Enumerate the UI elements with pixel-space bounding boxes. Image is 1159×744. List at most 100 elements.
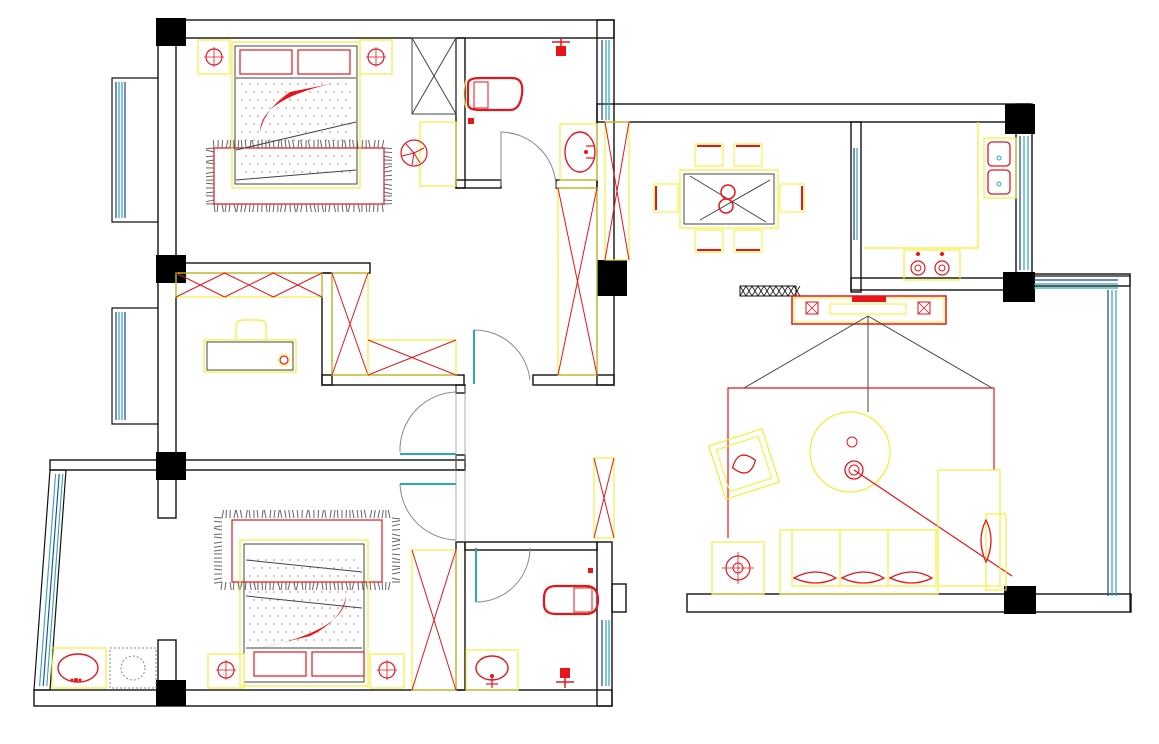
table-line <box>700 180 770 220</box>
fringe <box>225 582 226 590</box>
dot <box>345 115 346 116</box>
dot <box>281 147 282 148</box>
floor-drain <box>588 568 593 573</box>
fringe <box>214 521 222 522</box>
dot <box>269 139 270 140</box>
fringe <box>257 204 258 212</box>
fringe <box>334 582 335 590</box>
column-icon <box>156 680 186 706</box>
fringe <box>237 204 238 212</box>
armchair-icon <box>709 429 780 500</box>
fringe <box>369 204 370 212</box>
dot <box>313 623 314 624</box>
dot <box>265 163 266 164</box>
dot <box>273 559 274 560</box>
fringe <box>253 204 254 212</box>
fringe <box>322 204 324 212</box>
chair-icon <box>734 144 762 166</box>
dot <box>345 83 346 84</box>
dot <box>337 147 338 148</box>
dot <box>353 623 354 624</box>
fringe <box>352 510 354 518</box>
burner <box>911 261 925 275</box>
bed-frame <box>235 46 357 184</box>
dot <box>241 147 242 148</box>
fringe <box>378 582 380 590</box>
fringe <box>392 578 400 580</box>
fringe <box>257 510 258 518</box>
fringe <box>217 204 218 212</box>
fringe <box>392 566 400 567</box>
dot <box>325 615 326 616</box>
dot <box>353 607 354 608</box>
dot <box>261 631 262 632</box>
dot <box>341 583 342 584</box>
dot <box>289 607 290 608</box>
fringe <box>265 582 266 590</box>
dot <box>253 583 254 584</box>
dot <box>345 559 346 560</box>
fringe <box>362 140 363 148</box>
fringe <box>214 582 222 583</box>
dot <box>277 155 278 156</box>
dot <box>345 623 346 624</box>
dot <box>293 171 294 172</box>
dot <box>257 623 258 624</box>
dot <box>357 567 358 568</box>
fringe <box>288 582 290 590</box>
fringe <box>325 510 326 518</box>
fringe <box>326 582 327 590</box>
living-rug <box>728 388 994 538</box>
tv-shelf <box>830 304 906 314</box>
dot <box>293 91 294 92</box>
dot <box>337 115 338 116</box>
dot <box>285 107 286 108</box>
chair-icon <box>236 320 266 340</box>
dot <box>289 639 290 640</box>
dot <box>325 599 326 600</box>
dot <box>273 575 274 576</box>
dot <box>281 607 282 608</box>
dot <box>333 599 334 600</box>
fringe <box>322 582 323 590</box>
wall-bath2-top <box>465 542 597 550</box>
dot <box>309 615 310 616</box>
fringe <box>245 204 246 212</box>
dot <box>341 123 342 124</box>
dot <box>245 91 246 92</box>
dot <box>277 583 278 584</box>
fringe <box>388 510 390 518</box>
rug <box>232 520 382 582</box>
dot <box>265 99 266 100</box>
bedroom-upper <box>198 38 456 212</box>
bed-frame <box>244 544 364 682</box>
dot <box>257 115 258 116</box>
wall-hall-stub <box>456 385 465 393</box>
dot <box>285 155 286 156</box>
dot <box>253 599 254 600</box>
dot <box>297 575 298 576</box>
dot <box>309 123 310 124</box>
cushion <box>842 572 884 583</box>
fringe <box>280 510 282 518</box>
dot <box>293 107 294 108</box>
fringe <box>245 582 246 590</box>
dot <box>257 163 258 164</box>
dot <box>249 591 250 592</box>
duvet-fold <box>260 596 346 648</box>
fringe <box>388 582 390 590</box>
sofa-icon <box>780 530 938 594</box>
fringe <box>384 200 392 201</box>
dot <box>337 575 338 576</box>
fringe <box>249 204 250 212</box>
dot <box>325 583 326 584</box>
rug-icon <box>206 140 392 212</box>
dot <box>281 83 282 84</box>
dot <box>325 155 326 156</box>
toilet-tank <box>474 82 488 108</box>
dot <box>329 115 330 116</box>
dot <box>341 567 342 568</box>
dot <box>353 559 354 560</box>
dot <box>305 115 306 116</box>
fringe <box>214 578 222 580</box>
